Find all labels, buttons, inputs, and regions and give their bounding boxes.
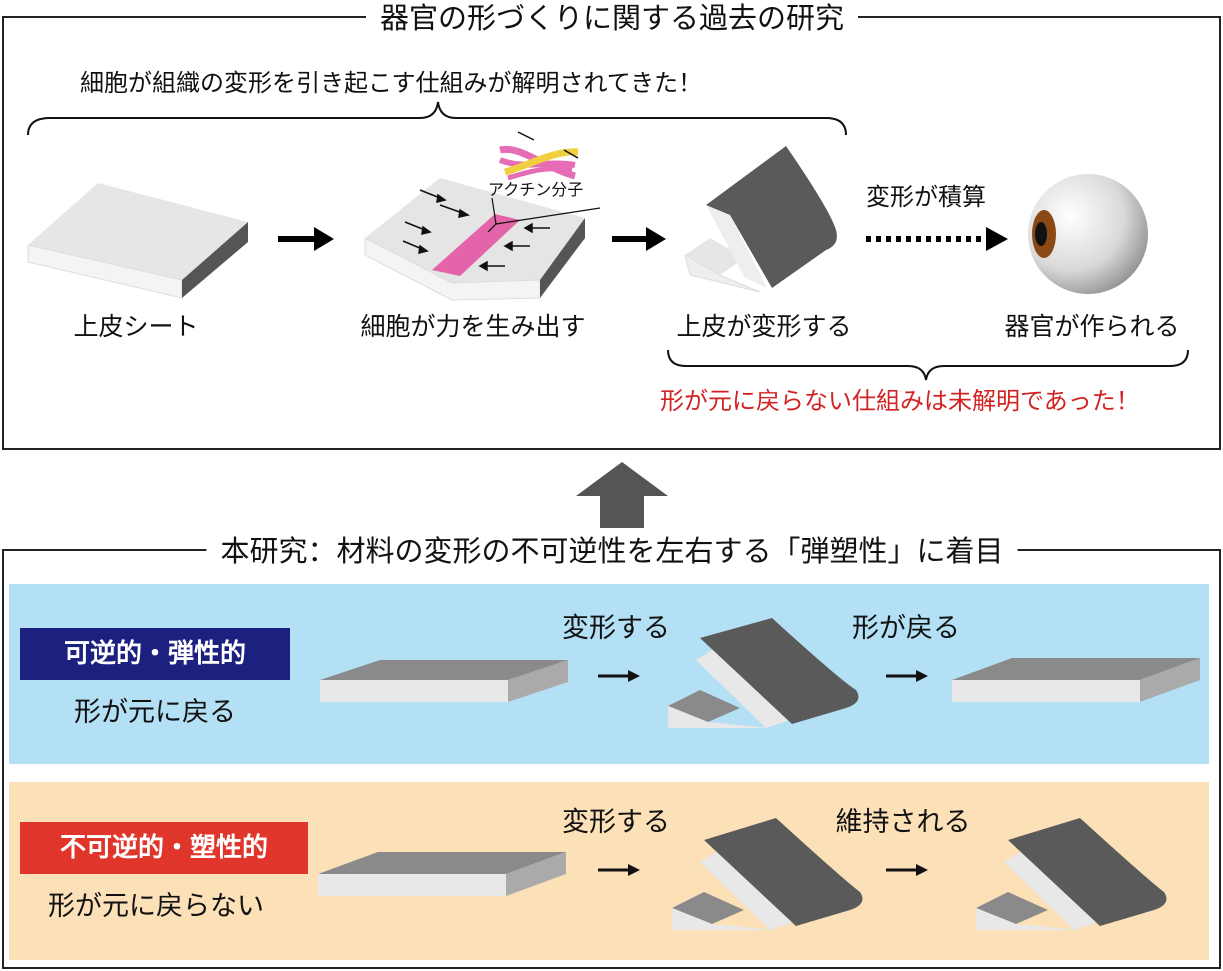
plastic-step2: 維持される: [835, 807, 971, 838]
step-label-force: 細胞が力を生み出す: [360, 312, 586, 341]
actin-label: アクチン分子: [488, 180, 584, 199]
elastic-badge: 可逆的・弾性的: [20, 628, 290, 680]
plastic-desc: 形が元に戻らない: [48, 891, 264, 922]
unknown-mechanism-note: 形が元に戻らない仕組みは未解明であった！: [660, 387, 1140, 415]
actin-molecule-icon: [498, 131, 579, 181]
plastic-badge: 不可逆的・塑性的: [20, 822, 308, 874]
accumulate-label: 変形が積算: [866, 183, 986, 211]
elastic-step1: 変形する: [562, 613, 670, 644]
plastic-step1: 変形する: [562, 807, 670, 838]
step-label-sheet: 上皮シート: [73, 312, 199, 341]
top-panel-title: 器官の形づくりに関する過去の研究: [365, 0, 859, 36]
step-label-organ: 器官が作られる: [1004, 312, 1180, 341]
bottom-panel-title: 本研究：材料の変形の不可逆性を左右する「弾塑性」に着目: [206, 533, 1018, 569]
elastic-step2: 形が戻る: [852, 613, 960, 644]
step-label-deform: 上皮が変形する: [676, 312, 852, 341]
elastic-desc: 形が元に戻る: [74, 697, 236, 728]
known-mechanism-note: 細胞が組織の変形を引き起こす仕組みが解明されてきた！: [80, 69, 703, 97]
